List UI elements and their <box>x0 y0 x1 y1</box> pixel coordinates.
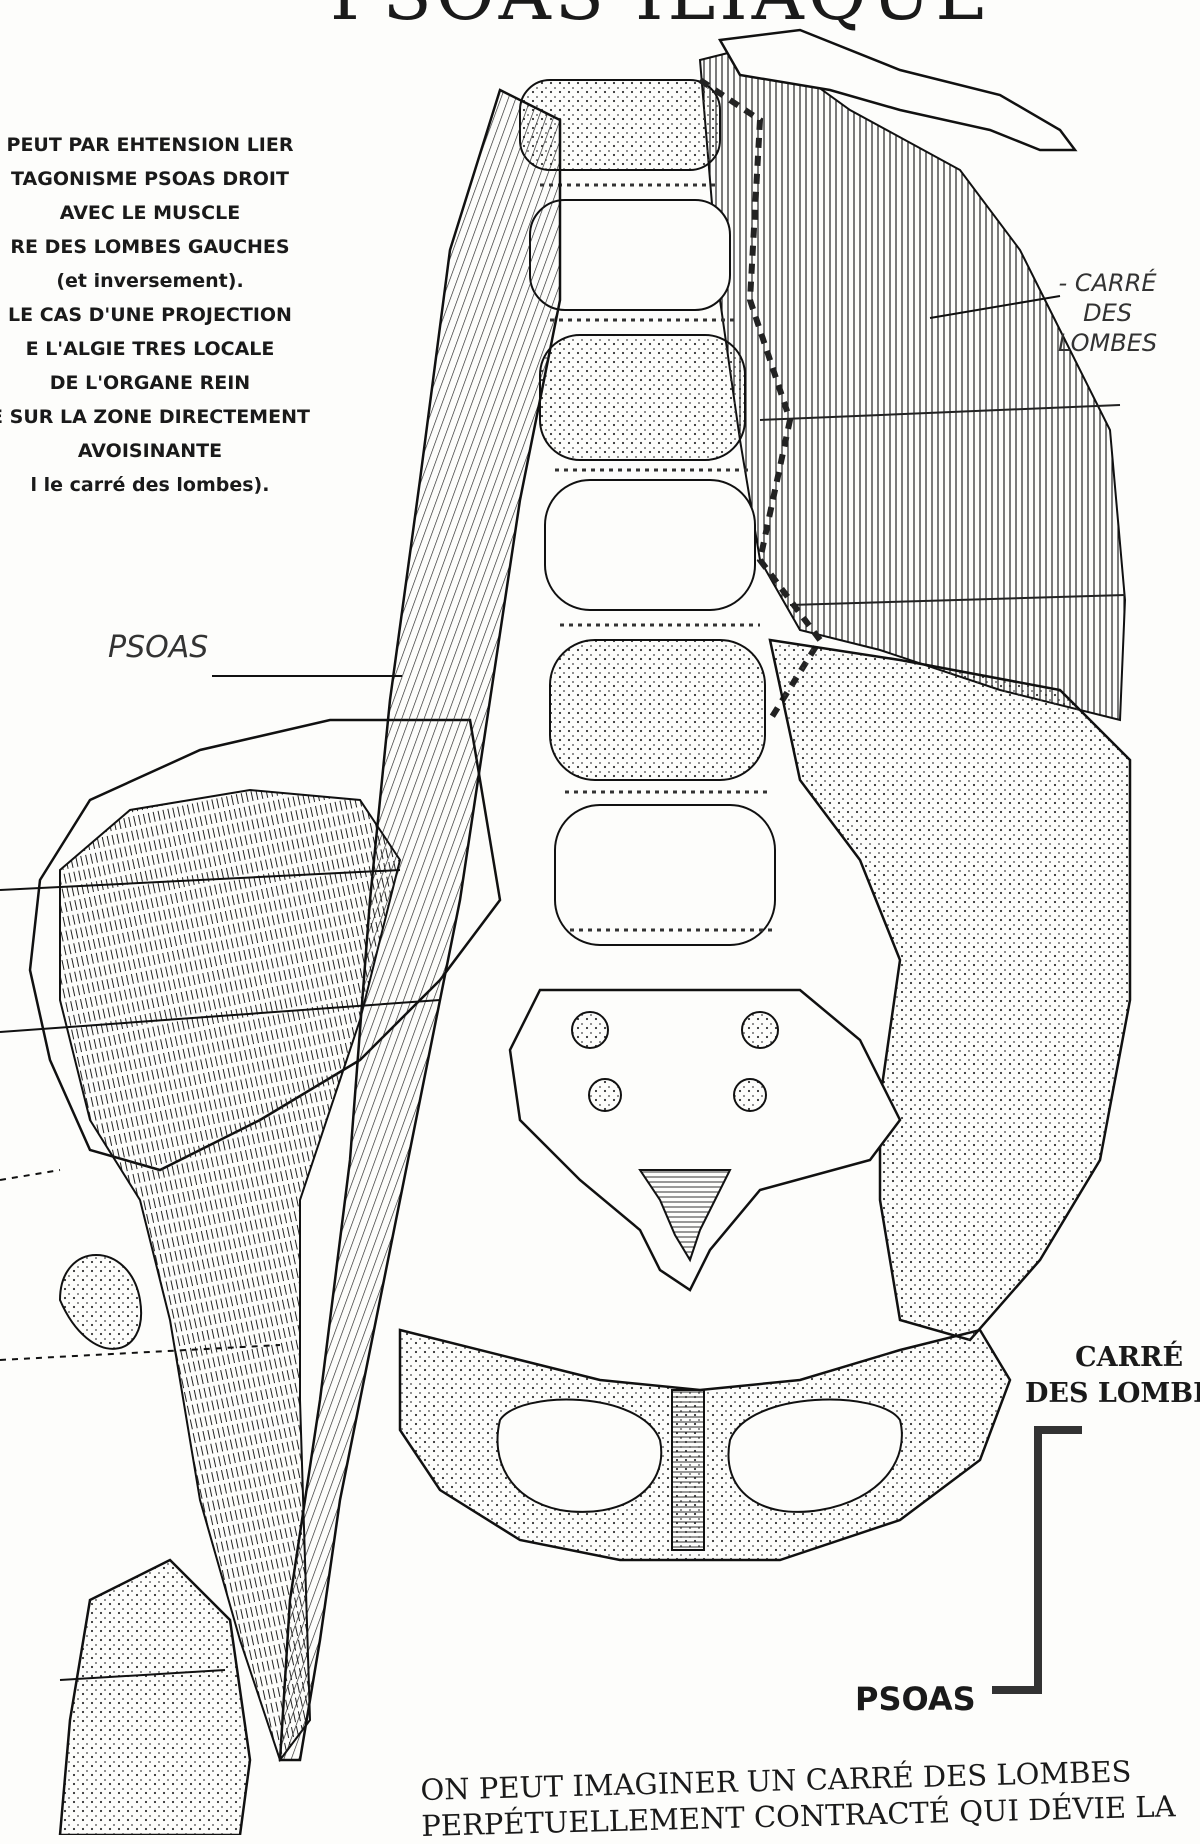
side-note-line: (et inversement). <box>0 264 360 298</box>
side-note-line: RE DES LOMBES GAUCHES <box>0 230 360 264</box>
label-line: DES LOMBES <box>1025 1376 1200 1412</box>
pubic-symphysis <box>672 1390 704 1550</box>
label-carre-des-lombes-handwritten: - CARRÉ DES LOMBES <box>1058 268 1157 358</box>
side-note-line: TAGONISME PSOAS DROIT <box>0 162 360 196</box>
label-psoas-handwritten: PSOAS <box>108 630 208 665</box>
side-note-line: PEUT PAR EHTENSION LIER <box>0 128 360 162</box>
femur <box>60 1560 250 1835</box>
side-note: PEUT PAR EHTENSION LIER TAGONISME PSOAS … <box>0 128 360 502</box>
side-note-line: DE L'ORGANE REIN <box>0 366 360 400</box>
label-line: CARRÉ <box>1025 1340 1200 1376</box>
side-note-line: l le carré des lombes). <box>0 468 360 502</box>
side-note-line: E SUR LA ZONE DIRECTEMENT <box>0 400 360 434</box>
label-line: DES <box>1058 298 1157 328</box>
sacrum <box>510 990 900 1290</box>
lesser-trochanter <box>60 1255 141 1349</box>
label-carre-des-lombes-printed: CARRÉ DES LOMBES <box>1025 1340 1200 1412</box>
right-iliac-wing <box>770 640 1130 1340</box>
side-note-line: LE CAS D'UNE PROJECTION <box>0 298 360 332</box>
side-note-line: AVEC LE MUSCLE <box>0 196 360 230</box>
label-psoas-printed: PSOAS <box>855 1680 976 1718</box>
label-line: LOMBES <box>1058 328 1157 358</box>
page-title: PSOAS ILIAQUE <box>330 0 992 36</box>
label-line: - CARRÉ <box>1058 268 1157 298</box>
side-note-line: AVOISINANTE <box>0 434 360 468</box>
side-note-line: E L'ALGIE TRES LOCALE <box>0 332 360 366</box>
bracket <box>992 1430 1082 1690</box>
